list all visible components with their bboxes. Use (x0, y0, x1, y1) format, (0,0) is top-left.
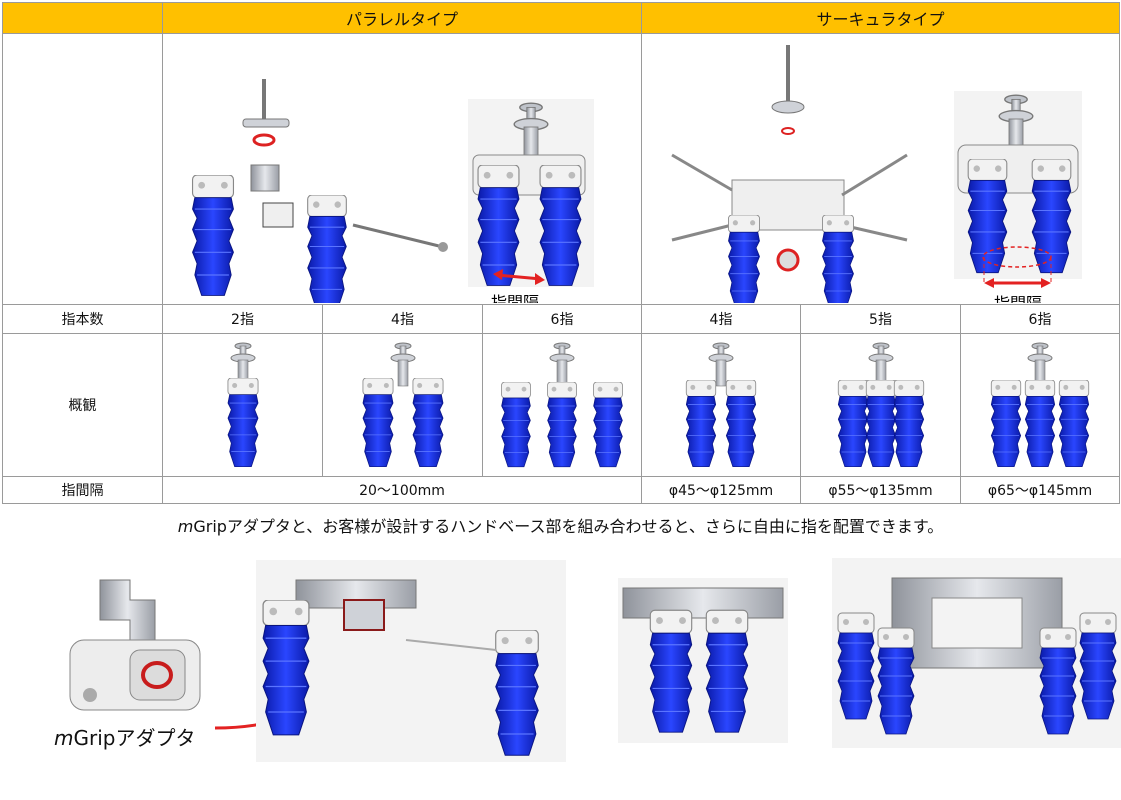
spacing-label-circular: 指間隔 (994, 294, 1042, 303)
circular-diagram-cell: 指間隔 (640, 33, 1121, 305)
gripper-image-parallel-4 (361, 342, 444, 468)
overview-circular-4 (641, 333, 801, 477)
adapter-caption-italic: m (54, 726, 74, 750)
circular-exploded-parts (671, 45, 908, 303)
mgrip-adapter-image (69, 579, 201, 711)
spec-table: パラレルタイプ サーキュラタイプ (2, 2, 1121, 504)
diagram-corner (2, 33, 163, 305)
overview-circular-6 (959, 333, 1121, 477)
finger-count-6: 6指 (959, 304, 1121, 334)
note-text: Gripアダプタと、お客様が設計するハンドベース部を組み合わせると、さらに自由に… (193, 517, 944, 536)
header-parallel: パラレルタイプ (162, 2, 642, 34)
row-label-finger-count: 指本数 (2, 304, 163, 334)
parallel-diagram-cell: 指間隔 (162, 33, 642, 305)
spacing-circular-6: φ65～φ145mm (959, 476, 1121, 504)
custom-base-bracket-image (618, 578, 788, 743)
finger-count-2: 4指 (322, 304, 483, 334)
spacing-circular-4: φ45～φ125mm (641, 476, 801, 504)
gripper-image-parallel-2 (226, 342, 259, 468)
adapter-note: mGripアダプタと、お客様が設計するハンドベース部を組み合わせると、さらに自由… (0, 513, 1121, 537)
finger-count-5: 5指 (800, 304, 961, 334)
note-italic-prefix: m (177, 517, 194, 536)
header-corner (2, 2, 163, 34)
spacing-circular-5: φ55～φ135mm (800, 476, 961, 504)
overview-parallel-2 (162, 333, 323, 477)
overview-circular-5 (800, 333, 961, 477)
header-circular: サーキュラタイプ (640, 2, 1121, 34)
adapter-caption: mGripアダプタ (54, 722, 195, 751)
spacing-label-parallel: 指間隔 (491, 293, 539, 303)
gripper-image-circular-6 (990, 342, 1090, 468)
adapter-caption-text: Gripアダプタ (73, 726, 196, 750)
row-label-overview: 概観 (2, 333, 163, 477)
finger-count-4: 4指 (641, 304, 801, 334)
circular-exploded-diagram: 指間隔 (671, 45, 1082, 303)
overview-parallel-4 (322, 333, 483, 477)
circular-assembled (954, 91, 1082, 288)
parallel-exploded-parts (191, 79, 448, 303)
custom-base-square-image (832, 558, 1121, 748)
gripper-image-circular-4 (685, 342, 757, 468)
gripper-image-circular-5 (837, 342, 924, 468)
overview-parallel-6 (482, 333, 642, 477)
finger-count-3: 6指 (482, 304, 642, 334)
spacing-parallel: 20～100mm (162, 476, 642, 504)
parallel-assembled (468, 99, 594, 287)
custom-base-parallel-image (256, 560, 566, 762)
finger-count-1: 2指 (162, 304, 323, 334)
gripper-image-parallel-6 (501, 342, 623, 468)
bottom-illustrations: mGripアダプタ (0, 548, 1121, 800)
row-label-spacing: 指間隔 (2, 476, 163, 504)
parallel-exploded-diagram: 指間隔 (191, 79, 594, 303)
